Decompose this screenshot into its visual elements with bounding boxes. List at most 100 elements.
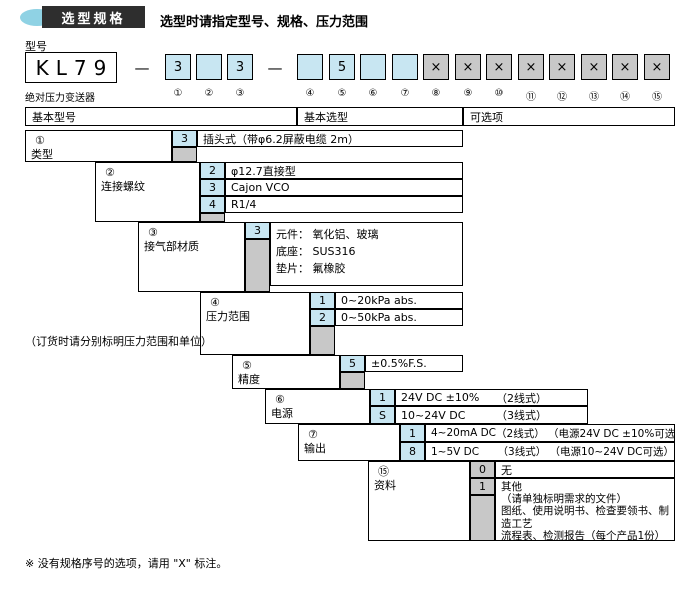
group-material-name: 接气部材质 xyxy=(144,240,199,253)
group-material-desc-line-3: 垫片： 氟橡胶 xyxy=(276,262,346,275)
group-output-code-1: 1 xyxy=(400,424,425,442)
group-material-desc-line-1: 元件： 氧化铝、玻璃 xyxy=(276,228,379,241)
group-type-index: ① xyxy=(35,134,45,147)
group-material-index: ③ xyxy=(148,226,158,239)
group-output-desc-2: 1~5V DC（3线式） （电源10~24V DC可选） xyxy=(425,442,675,461)
group-power-index: ⑥ xyxy=(275,393,285,406)
group-docs-desc-2-line-4: 流程表、检测报告（每个产品1份）检查/可 xyxy=(501,529,666,541)
group-thread-desc-2: Cajon VCO xyxy=(225,179,463,196)
group-output-code-2: 8 xyxy=(400,442,425,461)
group-type-name: 类型 xyxy=(31,148,53,161)
model-digit-index-4: ④ xyxy=(305,88,315,99)
model-dash-1: — xyxy=(134,59,150,77)
model-number-label: 型号 xyxy=(25,40,47,53)
model-digit-box-7 xyxy=(392,54,418,80)
group-accuracy-name: 精度 xyxy=(238,373,260,386)
group-power-desc-2: 10~24V DC （3线式） xyxy=(395,406,588,424)
group-material-desc: 元件： 氧化铝、玻璃 底座： SUS316 垫片： 氟橡胶 xyxy=(270,222,463,286)
model-dash-2: — xyxy=(267,59,283,77)
footnote: ※ 没有规格序号的选项，请用 "X" 标注。 xyxy=(25,557,228,570)
group-thread-code-2: 3 xyxy=(200,179,225,196)
group-type-filler xyxy=(172,147,197,162)
group-output-desc-1: 4~20mA DC（2线式） （电源24V DC ±10%可选） xyxy=(425,424,675,442)
group-type-label: ① 类型 xyxy=(25,130,172,162)
group-output-name: 输出 xyxy=(304,442,326,455)
group-docs-desc-2-line-2: （请单独标明需求的文件） xyxy=(501,493,627,506)
model-digit-index-7: ⑦ xyxy=(400,88,410,99)
group-output-desc-1-value: 4~20mA DC xyxy=(431,427,497,439)
group-accuracy-desc: ±0.5%F.S. xyxy=(365,355,463,372)
group-power-desc-2-value: 10~24V DC xyxy=(401,408,466,422)
model-digit-index-9: ⑨ xyxy=(463,88,473,99)
model-digit-index-13: ⑬ xyxy=(589,92,599,103)
group-docs-desc-2-line-3: 图纸、使用说明书、检查要领书、制造工艺 xyxy=(501,505,669,530)
group-thread-code-3: 4 xyxy=(200,196,225,213)
group-pressure-desc-2: 0~50kPa abs. xyxy=(335,309,463,326)
group-power-desc-1: 24V DC ±10% （2线式） xyxy=(395,389,588,406)
group-pressure-desc-1: 0~20kPa abs. xyxy=(335,292,463,309)
model-digit-box-8: × xyxy=(423,54,449,80)
group-pressure-code-1: 1 xyxy=(310,292,335,309)
group-output-index: ⑦ xyxy=(308,428,318,441)
group-thread-label: ② 连接螺纹 xyxy=(95,162,200,222)
group-type-desc: 插头式（带φ6.2屏蔽电缆 2m） xyxy=(197,130,463,147)
col-header-basic-model: 基本型号 xyxy=(25,107,297,126)
group-thread-name: 连接螺纹 xyxy=(101,180,145,193)
group-power-desc-1-value: 24V DC ±10% xyxy=(401,391,480,404)
model-digit-box-15: × xyxy=(644,54,670,80)
section-subtitle: 选型时请指定型号、规格、压力范围 xyxy=(160,15,369,30)
group-pressure-code-2: 2 xyxy=(310,309,335,326)
group-power-desc-1-note: （2线式） xyxy=(496,391,547,405)
group-output-desc-2-note: （3线式） （电源10~24V DC可选） xyxy=(497,446,674,458)
model-digit-box-4 xyxy=(297,54,323,80)
group-docs-label: ⑮ 资料 xyxy=(368,461,470,541)
model-digit-index-8: ⑧ xyxy=(431,88,441,99)
model-digit-box-2 xyxy=(196,54,222,80)
group-thread-desc-1: φ12.7直接型 xyxy=(225,162,463,179)
group-docs-index: ⑮ xyxy=(378,465,389,478)
model-digit-box-11: × xyxy=(518,54,544,80)
model-prefix-caption: 绝对压力变送器 xyxy=(25,93,95,104)
model-digit-box-3: 3 xyxy=(227,54,253,80)
group-thread-desc-3: R1/4 xyxy=(225,196,463,213)
group-output-label: ⑦ 输出 xyxy=(298,424,400,461)
model-digit-box-6 xyxy=(360,54,386,80)
group-thread-filler xyxy=(200,213,225,222)
group-docs-filler xyxy=(470,495,495,541)
model-digit-index-10: ⑩ xyxy=(494,88,504,99)
group-material-filler xyxy=(245,239,270,292)
group-docs-desc-2: 其他 （请单独标明需求的文件） 图纸、使用说明书、检查要领书、制造工艺 流程表、… xyxy=(495,478,675,541)
model-digit-index-5: ⑤ xyxy=(337,88,347,99)
group-thread-code-1: 2 xyxy=(200,162,225,179)
group-power-desc-2-note: （3线式） xyxy=(496,409,547,422)
group-accuracy-filler xyxy=(340,372,365,389)
model-digit-index-15: ⑮ xyxy=(652,92,662,103)
group-docs-name: 资料 xyxy=(374,479,396,492)
model-digit-index-3: ③ xyxy=(235,88,245,99)
group-pressure-filler xyxy=(310,326,335,355)
group-docs-desc-1: 无 xyxy=(495,461,675,478)
model-digit-box-10: × xyxy=(486,54,512,80)
group-output-desc-1-note: （2线式） （电源24V DC ±10%可选） xyxy=(496,427,675,440)
group-pressure-label: ④ 压力范围 xyxy=(200,292,310,355)
group-type-code: 3 xyxy=(172,130,197,147)
model-digit-box-14: × xyxy=(612,54,638,80)
group-accuracy-index: ⑤ xyxy=(242,359,252,372)
group-power-name: 电源 xyxy=(271,407,293,420)
model-prefix-box: KL79 xyxy=(25,52,117,83)
model-digit-box-9: × xyxy=(455,54,481,80)
group-material-desc-line-2: 底座： SUS316 xyxy=(276,245,356,258)
group-accuracy-label: ⑤ 精度 xyxy=(232,355,340,389)
group-pressure-index: ④ xyxy=(210,296,220,309)
model-digit-box-12: × xyxy=(549,54,575,80)
model-digit-index-1: ① xyxy=(173,88,183,99)
group-power-code-2: S xyxy=(370,406,395,424)
group-material-label: ③ 接气部材质 xyxy=(138,222,245,292)
group-power-label: ⑥ 电源 xyxy=(265,389,370,424)
model-digit-index-11: ⑪ xyxy=(526,92,536,103)
group-thread-index: ② xyxy=(105,166,115,179)
ordering-note: （订货时请分别标明压力范围和单位） xyxy=(25,335,212,348)
group-docs-code-2: 1 xyxy=(470,478,495,495)
model-digit-box-1: 3 xyxy=(165,54,191,80)
